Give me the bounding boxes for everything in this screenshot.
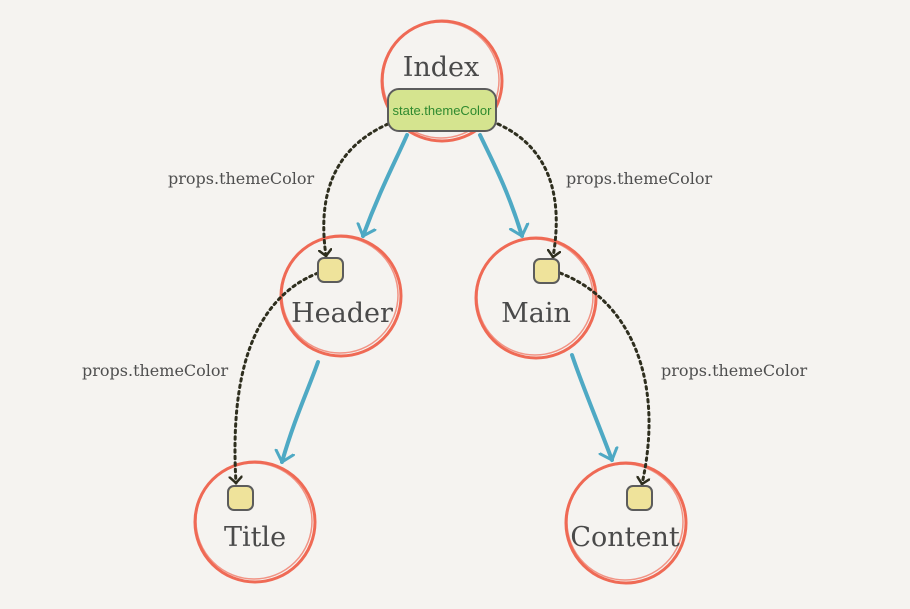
title-props-box [227,485,254,511]
index-to-header-edge-label: props.themeColor [168,169,315,188]
content-props-box [626,485,653,511]
index-to-main-props-arrow [496,122,556,257]
main-props-box [533,258,560,284]
index-to-main-child-arrow [478,133,522,236]
main-node-ring [474,236,598,360]
title-node-label: Title [224,522,286,553]
header-props-box [317,257,344,283]
index-to-header-child-arrow [363,133,409,236]
index-node-label: Index [403,52,480,83]
header-node-label: Header [291,298,393,329]
main-node-label: Main [501,298,571,329]
main-to-content-edge-label: props.themeColor [661,361,808,380]
header-node-ring [279,234,403,358]
index-to-main-edge-label: props.themeColor [566,169,713,188]
index-state-label: state.themeColor [393,103,493,118]
title-node-ring [193,460,317,584]
index-to-header-props-arrow [324,122,390,256]
header-to-title-props-arrow [235,271,320,483]
main-to-content-props-arrow [558,271,651,484]
content-node-ring [564,461,688,585]
content-node-label: Content [570,522,680,553]
main-to-content-child-arrow [570,353,612,460]
index-node-ring [380,19,504,143]
index-state-box [387,88,497,132]
header-to-title-child-arrow [282,360,320,462]
header-to-title-edge-label: props.themeColor [82,361,229,380]
